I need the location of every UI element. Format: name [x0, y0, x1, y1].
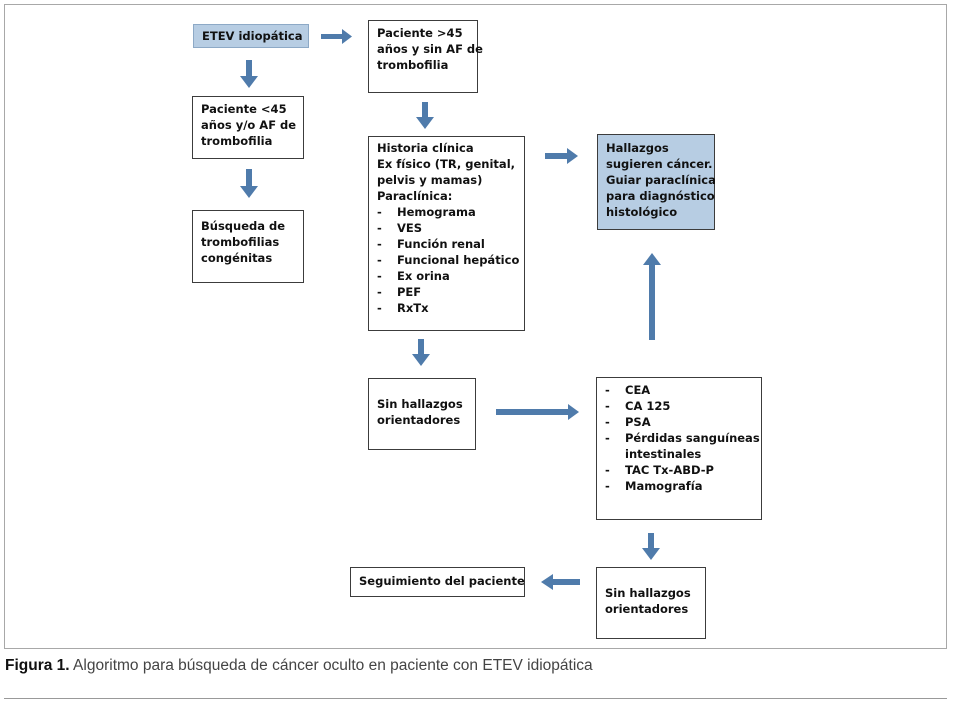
follow-up-box: Seguimiento del paciente [350, 567, 525, 597]
caption-text: Algoritmo para búsqueda de cáncer oculto… [69, 657, 593, 674]
box-text: Paraclínica: [377, 189, 453, 203]
box-text: Paciente >45 [377, 26, 463, 40]
box-text: Ex físico (TR, genital, [377, 157, 515, 171]
arrow-down-icon [416, 102, 434, 129]
box-text: Historia clínica [377, 141, 474, 155]
paraclinic-list: -Hemograma -VES -Función renal -Funciona… [377, 204, 520, 316]
no-findings-box-1: Sin hallazgos orientadores [368, 378, 476, 450]
patient-over-45-box: Paciente >45 años y sin AF de trombofili… [368, 20, 483, 93]
list-item: -PSA [605, 415, 651, 429]
box-text: años y/o AF de [201, 118, 297, 132]
bottom-divider [4, 698, 947, 699]
box-text: Sin hallazgos [605, 586, 691, 600]
no-findings-box-2: Sin hallazgos orientadores [596, 567, 706, 639]
caption-label: Figura 1. [5, 657, 70, 674]
box-text: pelvis y mamas) [377, 173, 483, 187]
list-item: -Función renal [377, 237, 485, 251]
list-item: -Funcional hepático [377, 253, 520, 267]
list-item: -PEF [377, 285, 422, 299]
list-item: -CA 125 [605, 399, 671, 413]
etev-box: ETEV idiopática [193, 24, 309, 48]
patient-under-45-box: Paciente <45 años y/o AF de trombofilia [192, 96, 304, 159]
arrow-down-icon [412, 339, 430, 366]
cancer-findings-box: Hallazgos sugieren cáncer. Guiar paraclí… [597, 134, 716, 230]
list-item: -VES [377, 221, 423, 235]
box-text: Sin hallazgos [377, 397, 463, 411]
arrow-down-icon [642, 533, 660, 560]
list-item: intestinales [625, 447, 702, 461]
box-text: orientadores [605, 602, 689, 616]
arrow-right-icon [545, 148, 578, 164]
box-text: años y sin AF de [377, 42, 483, 56]
figure-frame [4, 4, 947, 649]
list-item: -TAC Tx-ABD-P [605, 463, 714, 477]
box-text: trombofilias [201, 235, 280, 249]
tumor-markers-box: -CEA -CA 125 -PSA -Pérdidas sanguíneas i… [596, 377, 762, 520]
box-text: Búsqueda de [201, 219, 286, 233]
arrow-down-icon [240, 169, 258, 198]
list-item: -CEA [605, 383, 651, 397]
list-item: -Ex orina [377, 269, 450, 283]
box-text: Guiar paraclínica [606, 173, 716, 187]
thrombophilia-search-box: Búsqueda de trombofilias congénitas [192, 210, 304, 283]
box-text: Paciente <45 [201, 102, 287, 116]
list-item: -Mamografía [605, 479, 703, 493]
arrow-right-icon [496, 404, 579, 420]
arrow-left-icon [541, 574, 580, 590]
box-text: para diagnóstico [606, 189, 715, 203]
box-text: Hallazgos [606, 141, 669, 155]
clinical-history-box: Historia clínica Ex físico (TR, genital,… [368, 136, 525, 331]
box-text: Seguimiento del paciente [359, 574, 525, 588]
figure-caption: Figura 1. Algoritmo para búsqueda de cán… [5, 657, 593, 675]
box-text: ETEV idiopática [202, 29, 303, 43]
box-text: trombofilia [201, 134, 273, 148]
arrow-right-icon [321, 29, 352, 44]
arrow-up-icon [643, 253, 661, 340]
list-item: -Hemograma [377, 205, 476, 219]
box-text: congénitas [201, 251, 273, 265]
markers-list: -CEA -CA 125 -PSA -Pérdidas sanguíneas i… [605, 382, 760, 494]
arrow-down-icon [240, 60, 258, 88]
list-item: -Pérdidas sanguíneas [605, 431, 760, 445]
box-text: trombofilia [377, 58, 449, 72]
box-text: sugieren cáncer. [606, 157, 713, 171]
box-text: orientadores [377, 413, 461, 427]
box-text: histológico [606, 205, 678, 219]
list-item: -RxTx [377, 301, 429, 315]
